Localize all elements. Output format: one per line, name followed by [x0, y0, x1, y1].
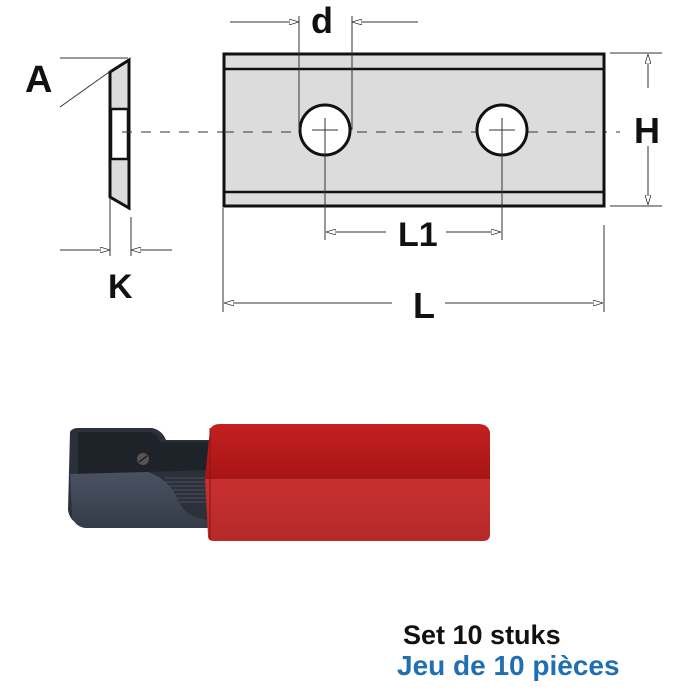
label-l1: L1	[398, 216, 438, 254]
product-insert-case	[68, 424, 490, 541]
label-h: H	[634, 110, 660, 151]
caption-dutch: Set 10 stuks	[403, 620, 561, 650]
front-view-insert	[222, 52, 606, 240]
label-l: L	[413, 285, 435, 326]
caption-french: Jeu de 10 pièces	[397, 650, 620, 681]
dimension-l	[222, 208, 605, 312]
side-view-profile	[59, 57, 172, 256]
label-a: A	[25, 59, 52, 101]
dimension-h	[610, 52, 662, 207]
label-d: d	[311, 0, 333, 41]
label-k: K	[108, 268, 133, 306]
dimension-d	[230, 16, 418, 130]
